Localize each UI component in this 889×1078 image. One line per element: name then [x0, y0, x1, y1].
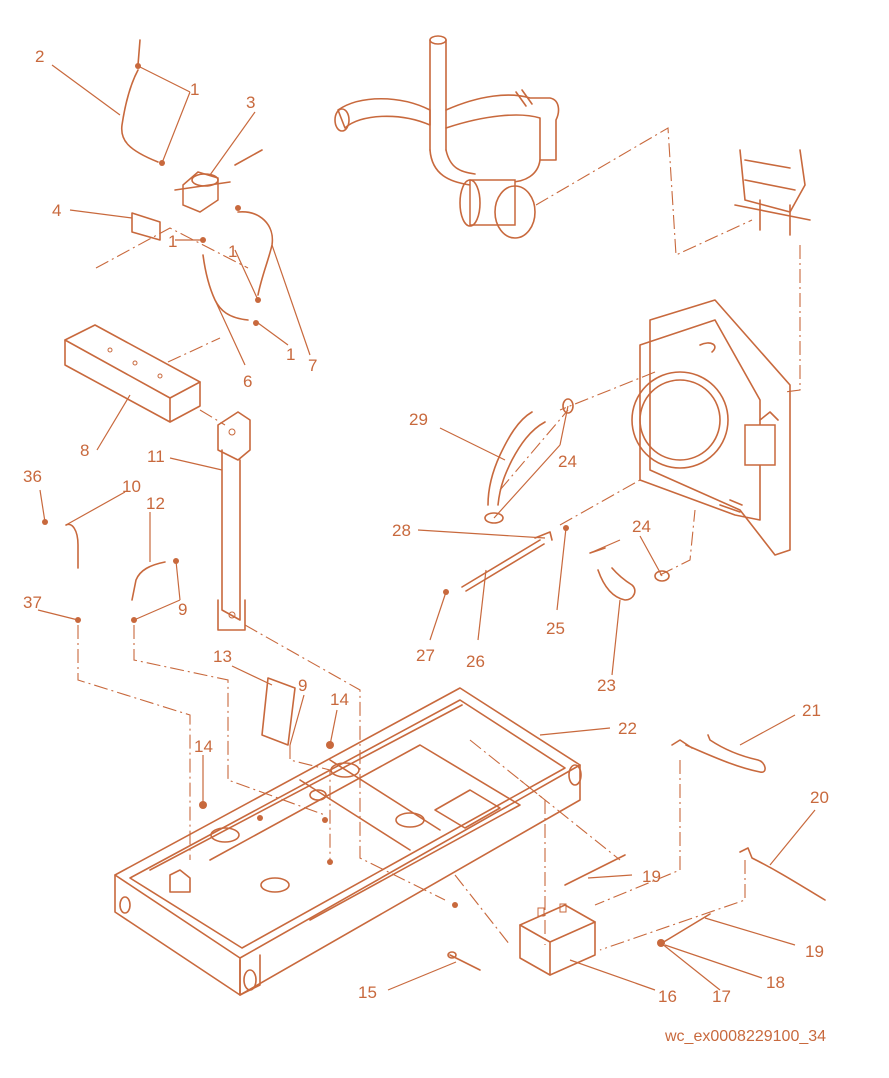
callout-13: 13	[213, 647, 232, 666]
small-bracket	[261, 677, 296, 746]
callout-2: 2	[35, 47, 44, 66]
callout-36: 36	[23, 467, 42, 486]
callout-25: 25	[546, 619, 565, 638]
callout-22: 22	[618, 719, 637, 738]
battery-and-cables	[447, 734, 826, 976]
callout-19: 19	[805, 942, 824, 961]
main-frame	[114, 687, 582, 996]
callout-1: 1	[228, 242, 237, 261]
callout-11: 11	[147, 447, 165, 466]
exhaust-assembly	[334, 35, 560, 239]
callout-9: 9	[178, 600, 187, 619]
brackets	[64, 324, 251, 631]
radiator-hoses	[484, 398, 670, 601]
callout-1: 1	[190, 80, 199, 99]
callout-17: 17	[712, 987, 731, 1006]
callout-1: 1	[168, 232, 177, 251]
callout-18: 18	[766, 973, 785, 992]
callout-21: 21	[802, 701, 821, 720]
callout-7: 7	[308, 356, 317, 375]
callout-16: 16	[658, 987, 677, 1006]
callout-24: 24	[632, 517, 651, 536]
callout-37: 37	[23, 593, 42, 612]
callout-4: 4	[52, 201, 61, 220]
callout-8: 8	[80, 441, 89, 460]
radiator-assembly	[631, 299, 791, 556]
callout-14: 14	[330, 690, 349, 709]
callout-19: 19	[642, 867, 661, 886]
callout-29: 29	[409, 410, 428, 429]
callout-27: 27	[416, 646, 435, 665]
callout-23: 23	[597, 676, 616, 695]
callout-26: 26	[466, 652, 485, 671]
callout-24: 24	[558, 452, 577, 471]
callout-12: 12	[146, 494, 165, 513]
callout-10: 10	[122, 477, 141, 496]
alignment-lines	[77, 127, 801, 951]
callout-6: 6	[243, 372, 252, 391]
small-hoses	[42, 519, 179, 623]
callout-20: 20	[810, 788, 829, 807]
callout-14: 14	[194, 737, 213, 756]
figure-id: wc_ex0008229100_34	[665, 1028, 827, 1045]
fasteners	[199, 741, 458, 908]
leader-lines	[37, 64, 816, 991]
callout-1: 1	[286, 345, 295, 364]
callout-9: 9	[298, 676, 307, 695]
callout-28: 28	[392, 521, 411, 540]
callout-3: 3	[246, 93, 255, 112]
callout-15: 15	[358, 983, 377, 1002]
callout-labels: 1 1 1 1 2 3 4 6 7 8 9 9 10 11 12 13 14 1…	[23, 47, 829, 1006]
muffler-bracket	[734, 149, 811, 236]
